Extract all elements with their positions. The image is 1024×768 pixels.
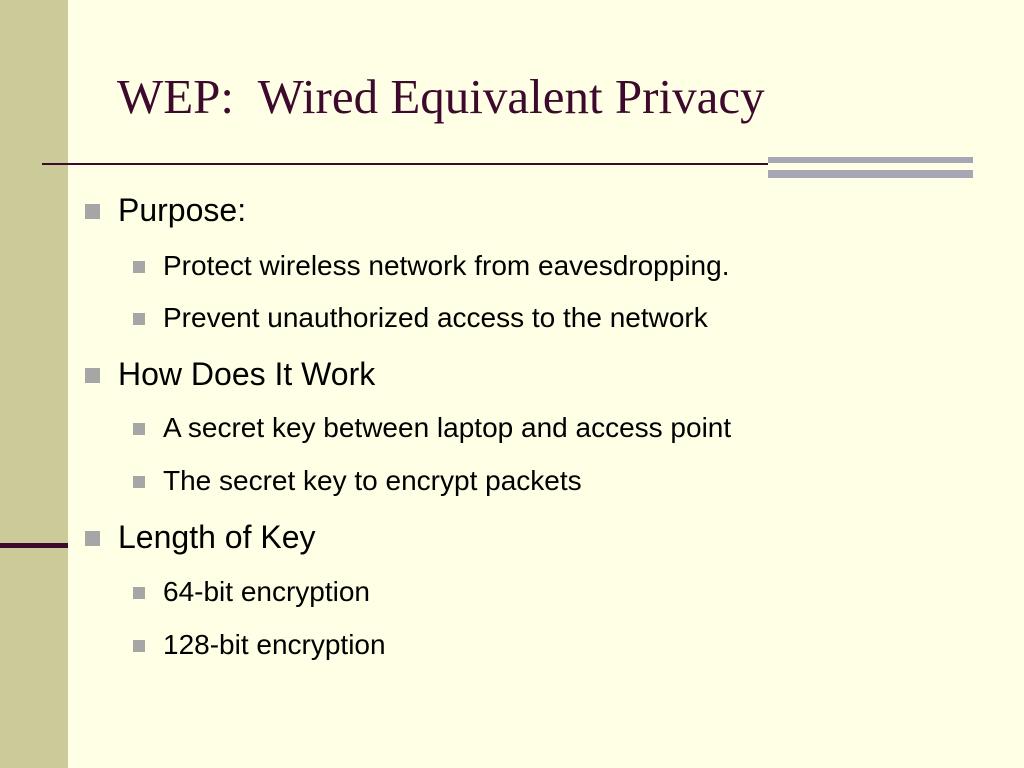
sub-bullet-text: Prevent unauthorized access to the netwo… bbox=[163, 302, 708, 333]
square-bullet-icon bbox=[133, 313, 145, 325]
sub-bullet-text: 64-bit encryption bbox=[163, 576, 371, 607]
title-gray-bar-top bbox=[768, 157, 973, 163]
square-bullet-icon bbox=[85, 368, 100, 383]
left-accent-line bbox=[0, 543, 68, 548]
bullet-heading-text: How Does It Work bbox=[118, 356, 376, 392]
bullet-heading-text: Purpose: bbox=[118, 192, 247, 228]
sub-bullet-text: The secret key to encrypt packets bbox=[163, 465, 582, 496]
left-decorative-band bbox=[0, 0, 68, 768]
title-underline bbox=[42, 163, 768, 165]
sub-bullet-text: Protect wireless network from eavesdropp… bbox=[163, 250, 730, 281]
title-gray-bar-bottom bbox=[768, 170, 973, 178]
square-bullet-icon bbox=[85, 204, 100, 219]
slide-title: WEP: Wired Equivalent Privacy bbox=[117, 69, 765, 124]
sub-bullet-text: A secret key between laptop and access p… bbox=[163, 412, 732, 443]
square-bullet-icon bbox=[133, 423, 145, 435]
square-bullet-icon bbox=[85, 531, 100, 546]
bullet-heading-text: Length of Key bbox=[118, 519, 316, 555]
square-bullet-icon bbox=[133, 476, 145, 488]
square-bullet-icon bbox=[133, 587, 145, 599]
square-bullet-icon bbox=[133, 640, 145, 652]
sub-bullet-text: 128-bit encryption bbox=[163, 629, 386, 660]
square-bullet-icon bbox=[133, 261, 145, 273]
